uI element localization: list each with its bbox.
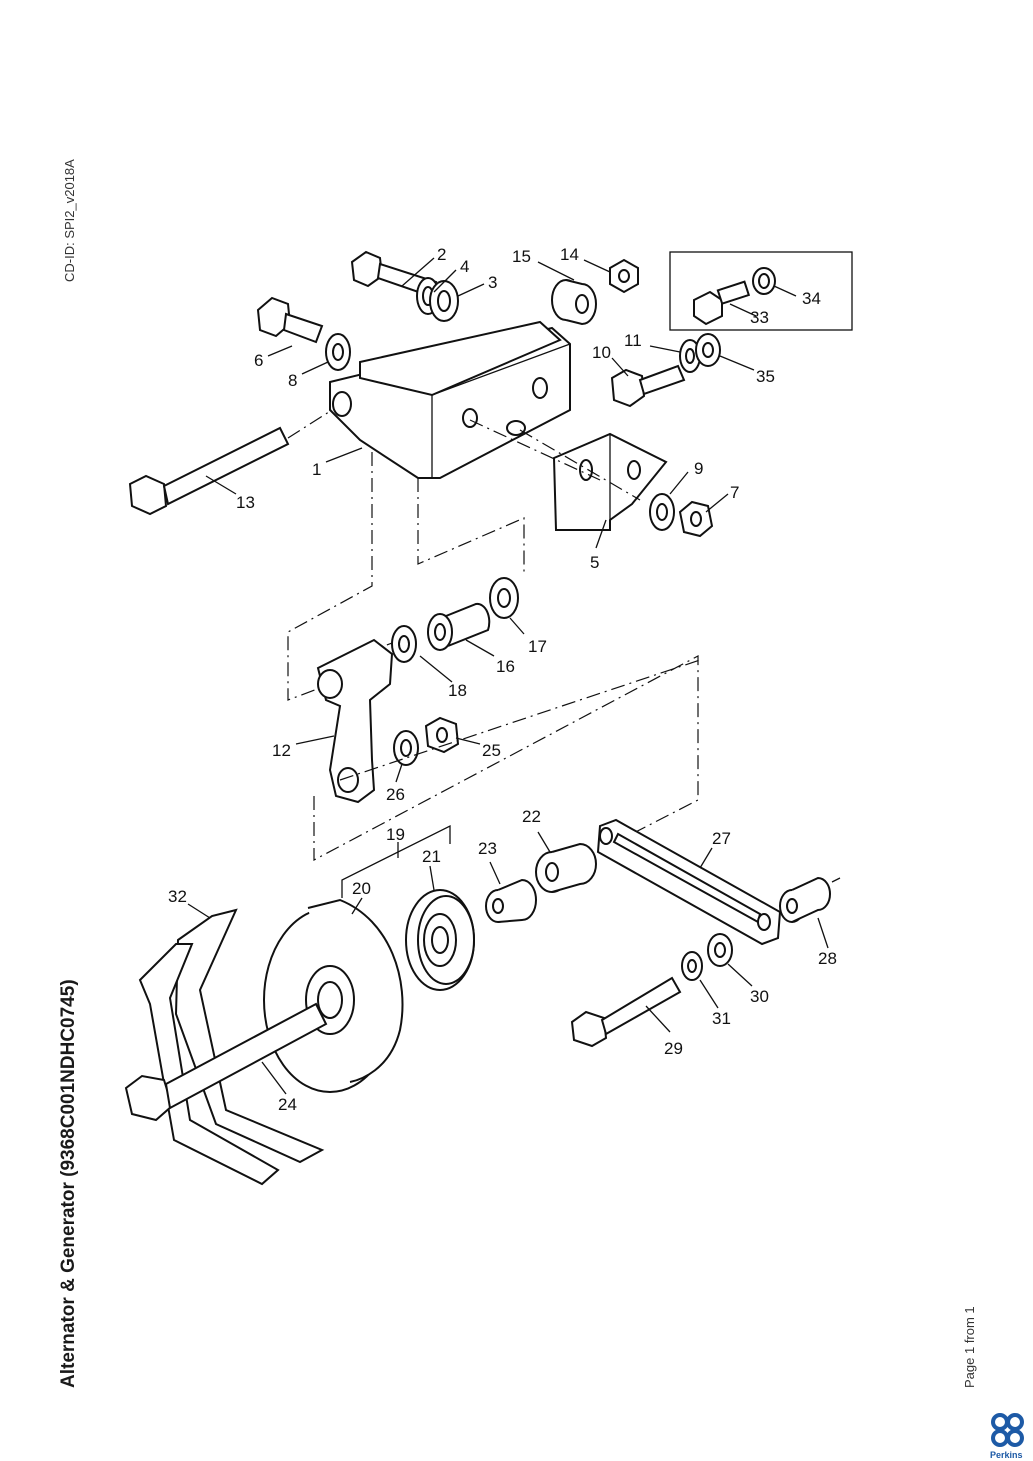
part-24-long-bolt: [124, 1002, 328, 1122]
callout-9: 9: [694, 459, 703, 478]
part-13-long-bolt: [128, 426, 290, 516]
part-22-spacer: [535, 842, 597, 893]
part-21-bearing: [405, 889, 475, 991]
callout-6: 6: [254, 351, 263, 370]
part-29-bolt: [570, 976, 682, 1048]
part-35-washer: [695, 333, 721, 367]
callout-33: 33: [750, 308, 769, 327]
brand-name: Perkins: [990, 1450, 1023, 1460]
leader-lines: [187, 257, 829, 1095]
part-30-washer: [707, 933, 733, 967]
part-33-bolt: [693, 280, 751, 326]
part-9-washer: [649, 493, 675, 531]
part-1-bracket: [329, 320, 571, 479]
callout-23: 23: [478, 839, 497, 858]
part-34-washer: [752, 267, 776, 295]
part-12-arm: [316, 638, 394, 804]
callout-20: 20: [352, 879, 371, 898]
callout-5: 5: [590, 553, 599, 572]
part-6-bolt: [256, 296, 324, 344]
part-25-nut: [424, 716, 460, 754]
perkins-logo-icon: [991, 1413, 1024, 1447]
part-3-washer: [429, 280, 459, 322]
callout-26: 26: [386, 785, 405, 804]
callout-2: 2: [437, 245, 446, 264]
callout-7: 7: [730, 483, 739, 502]
part-14-nut: [609, 258, 639, 294]
callout-27: 27: [712, 829, 731, 848]
callout-34: 34: [802, 289, 821, 308]
callout-14: 14: [560, 245, 579, 264]
inset-box: [669, 251, 853, 331]
callout-18: 18: [448, 681, 467, 700]
part-5-angle-bracket: [552, 432, 668, 531]
callout-labels: 1 2 3 4 5 6 7 8 9 10 11 12 13 14 15 16 1…: [168, 245, 837, 1114]
callout-35: 35: [756, 367, 775, 386]
part-28-spacer: [779, 876, 831, 923]
callout-17: 17: [528, 637, 547, 656]
part-15-sleeve: [551, 279, 597, 326]
callout-12: 12: [272, 741, 291, 760]
callout-28: 28: [818, 949, 837, 968]
callout-32: 32: [168, 887, 187, 906]
callout-29: 29: [664, 1039, 683, 1058]
part-16-bushing: [427, 602, 491, 651]
part-18-washer: [391, 625, 417, 663]
callout-15: 15: [512, 247, 531, 266]
callout-4: 4: [460, 257, 469, 276]
part-8-washer: [325, 333, 351, 371]
part-27-link: [596, 818, 782, 946]
part-26-washer: [393, 730, 419, 766]
callout-16: 16: [496, 657, 515, 676]
part-7-nut: [678, 500, 714, 538]
callout-24: 24: [278, 1095, 297, 1114]
callout-11: 11: [624, 331, 642, 350]
part-31-washer: [681, 951, 703, 981]
part-23-bush: [485, 878, 537, 923]
callout-8: 8: [288, 371, 297, 390]
callout-22: 22: [522, 807, 541, 826]
callout-31: 31: [712, 1009, 731, 1028]
callout-10: 10: [592, 343, 611, 362]
part-10-bolt: [610, 364, 686, 408]
part-17-washer: [489, 577, 519, 619]
callout-13: 13: [236, 493, 255, 512]
group-bracket-19: [341, 824, 451, 898]
callout-30: 30: [750, 987, 769, 1006]
callout-3: 3: [488, 273, 497, 292]
callout-21: 21: [422, 847, 441, 866]
part-11-washer: [679, 339, 701, 373]
part-20-pulley: [263, 898, 404, 1093]
callout-1: 1: [312, 460, 321, 479]
callout-19: 19: [386, 825, 405, 844]
callout-25: 25: [482, 741, 501, 760]
